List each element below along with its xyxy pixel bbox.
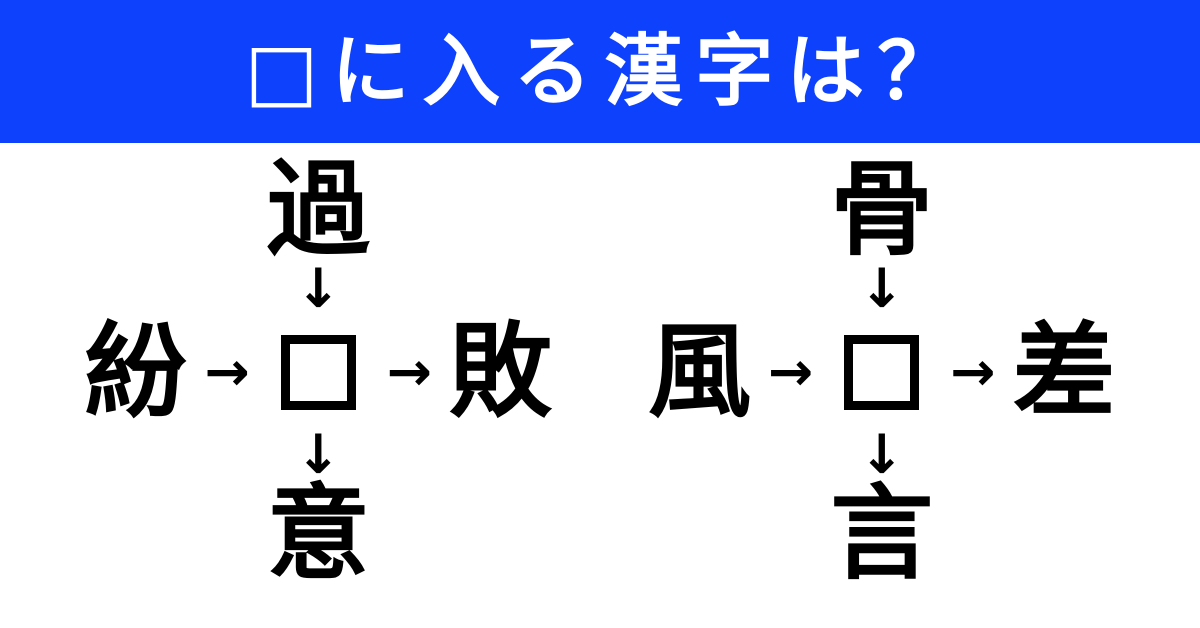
right-arrow-icon: →: [950, 340, 996, 403]
puzzle-right: 骨 ↓ 風 → → 差 ↓ 言: [648, 149, 1116, 594]
puzzle-area: 過 ↓ 紛 → → 敗 ↓ 意 骨 ↓ 風 → → 差 ↓ 言: [0, 149, 1200, 594]
puzzle-left: 過 ↓ 紛 → → 敗 ↓ 意: [84, 149, 553, 594]
kanji-right: 差: [1012, 311, 1116, 432]
right-arrow-icon: →: [386, 340, 432, 403]
kanji-bottom: 意: [266, 473, 370, 594]
right-arrow-icon: →: [768, 340, 814, 403]
header-banner: □に入る漢字は？: [0, 0, 1200, 143]
down-arrow-icon: ↓: [295, 423, 341, 486]
down-arrow-icon: ↓: [295, 257, 341, 320]
right-arrow-icon: →: [204, 340, 250, 403]
answer-box: [844, 334, 920, 410]
kanji-right: 敗: [449, 311, 552, 432]
kanji-bottom: 言: [830, 473, 934, 594]
kanji-top: 過: [266, 149, 370, 270]
kanji-left: 紛: [84, 311, 188, 432]
page-title: □に入る漢字は？: [244, 26, 969, 117]
kanji-top: 骨: [830, 149, 934, 270]
kanji-left: 風: [648, 311, 751, 432]
down-arrow-icon: ↓: [859, 423, 905, 486]
answer-box: [280, 334, 356, 410]
down-arrow-icon: ↓: [859, 257, 905, 320]
